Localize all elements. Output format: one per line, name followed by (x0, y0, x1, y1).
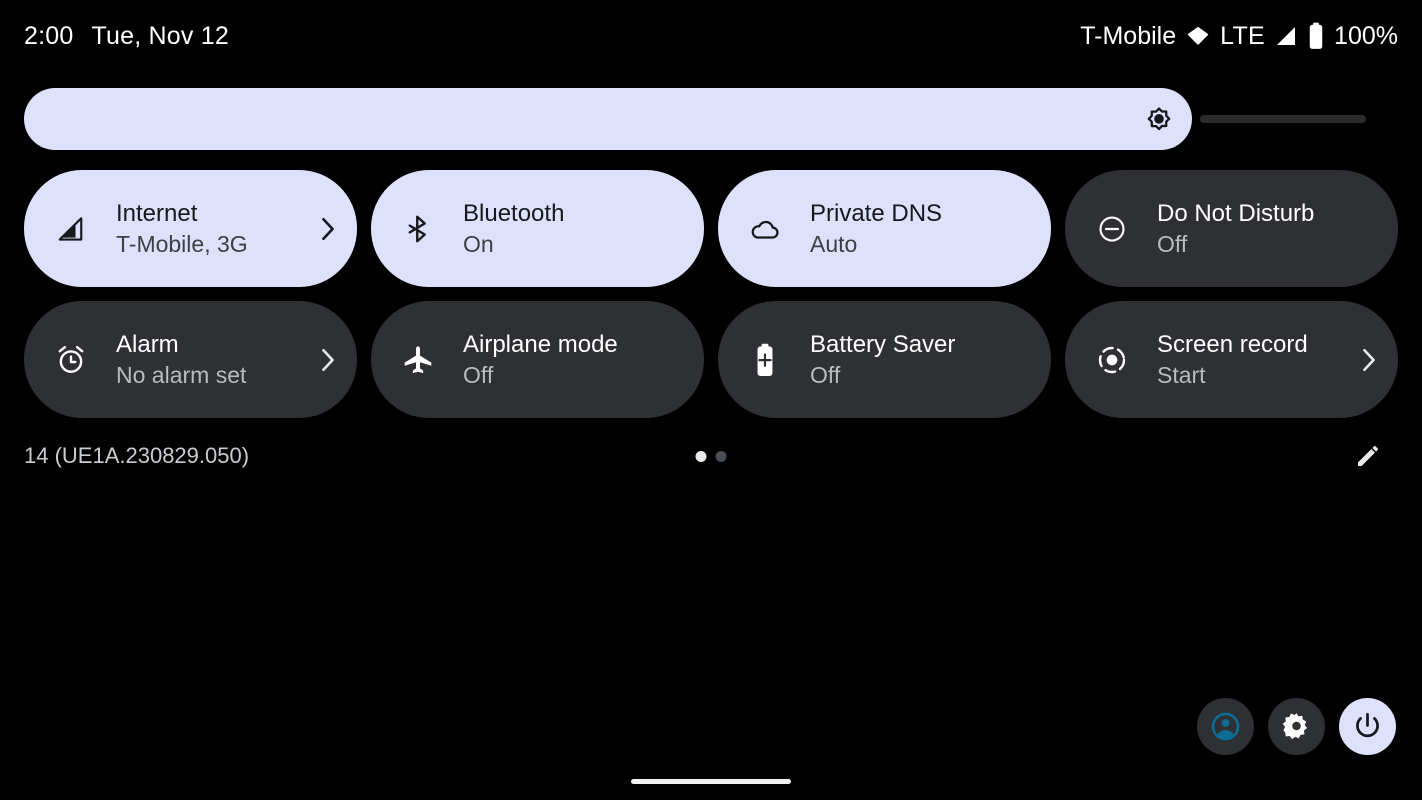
tile-screen-record-text: Screen record Start (1157, 330, 1358, 390)
page-dot-1[interactable] (695, 451, 707, 462)
tile-battery-saver[interactable]: Battery Saver Off (718, 301, 1051, 418)
quick-settings-tiles: Internet T-Mobile, 3G Bluetooth On (24, 170, 1398, 418)
chevron-right-icon[interactable] (317, 343, 339, 377)
user-switcher-button[interactable] (1197, 698, 1254, 755)
tile-bluetooth-title: Bluetooth (463, 199, 565, 227)
airplane-icon (401, 343, 435, 377)
brightness-slider-track[interactable] (1200, 115, 1366, 123)
chevron-right-icon[interactable] (1358, 343, 1380, 377)
power-icon (1352, 711, 1383, 742)
tile-alarm-title: Alarm (116, 330, 179, 358)
do-not-disturb-icon (1095, 212, 1129, 246)
settings-button[interactable] (1268, 698, 1325, 755)
status-bar-right: T-Mobile LTE 100% (1080, 22, 1398, 51)
build-version-label: 14 (UE1A.230829.050) (24, 443, 250, 468)
quick-settings-footer: 14 (UE1A.230829.050) (24, 440, 1398, 476)
tile-alarm-subtitle: No alarm set (116, 361, 247, 388)
tile-alarm[interactable]: Alarm No alarm set (24, 301, 357, 418)
tile-alarm-text: Alarm No alarm set (116, 330, 317, 390)
tile-screen-record-subtitle: Start (1157, 361, 1206, 388)
tile-airplane-mode-text: Airplane mode Off (463, 330, 686, 390)
gear-icon (1281, 711, 1312, 742)
home-gesture-bar[interactable] (631, 779, 791, 784)
tile-internet[interactable]: Internet T-Mobile, 3G (24, 170, 357, 287)
tile-private-dns-subtitle: Auto (810, 230, 858, 257)
tile-do-not-disturb[interactable]: Do Not Disturb Off (1065, 170, 1398, 287)
status-clock: 2:00 (24, 21, 74, 50)
bottom-action-buttons (1197, 698, 1396, 755)
tile-do-not-disturb-title: Do Not Disturb (1157, 199, 1315, 227)
page-dot-2[interactable] (715, 451, 727, 462)
tile-internet-subtitle: T-Mobile, 3G (116, 230, 248, 257)
brightness-slider-fill[interactable] (24, 88, 1192, 150)
chevron-right-icon[interactable] (317, 212, 339, 246)
tile-airplane-mode-subtitle: Off (463, 361, 494, 388)
status-carrier-label: T-Mobile (1080, 21, 1177, 50)
brightness-sun-icon (1142, 102, 1176, 136)
network-type-label: LTE (1220, 21, 1266, 50)
battery-saver-icon (748, 343, 782, 377)
wifi-icon (1185, 23, 1211, 49)
tile-screen-record-title: Screen record (1157, 330, 1308, 358)
tile-bluetooth[interactable]: Bluetooth On (371, 170, 704, 287)
alarm-clock-icon (54, 343, 88, 377)
tile-internet-text: Internet T-Mobile, 3G (116, 199, 317, 259)
page-indicator[interactable] (695, 451, 727, 462)
tile-private-dns-text: Private DNS Auto (810, 199, 1033, 259)
tile-airplane-mode[interactable]: Airplane mode Off (371, 301, 704, 418)
status-date: Tue, Nov 12 (91, 21, 229, 50)
status-bar: 2:00 Tue, Nov 12 T-Mobile LTE 100% (0, 0, 1422, 72)
status-bar-left: 2:00 Tue, Nov 12 (24, 22, 229, 51)
brightness-slider[interactable] (24, 88, 1398, 150)
account-circle-icon (1209, 710, 1242, 743)
tile-battery-saver-subtitle: Off (810, 361, 841, 388)
tile-internet-title: Internet (116, 199, 198, 227)
bluetooth-icon (401, 212, 435, 246)
tile-private-dns-title: Private DNS (810, 199, 943, 227)
battery-full-icon (1307, 22, 1325, 50)
power-button[interactable] (1339, 698, 1396, 755)
tile-battery-saver-text: Battery Saver Off (810, 330, 1033, 390)
signal-bars-icon (1274, 24, 1298, 48)
tile-do-not-disturb-text: Do Not Disturb Off (1157, 199, 1380, 259)
tile-private-dns[interactable]: Private DNS Auto (718, 170, 1051, 287)
cloud-icon (748, 212, 782, 246)
tile-do-not-disturb-subtitle: Off (1157, 230, 1188, 257)
tile-airplane-mode-title: Airplane mode (463, 330, 618, 358)
battery-percent-label: 100% (1334, 21, 1398, 50)
tile-battery-saver-title: Battery Saver (810, 330, 956, 358)
tile-screen-record[interactable]: Screen record Start (1065, 301, 1398, 418)
screen-record-icon (1095, 343, 1129, 377)
tile-bluetooth-subtitle: On (463, 230, 494, 257)
edit-pencil-icon[interactable] (1352, 440, 1384, 472)
signal-cellular-icon (54, 212, 88, 246)
tile-bluetooth-text: Bluetooth On (463, 199, 686, 259)
